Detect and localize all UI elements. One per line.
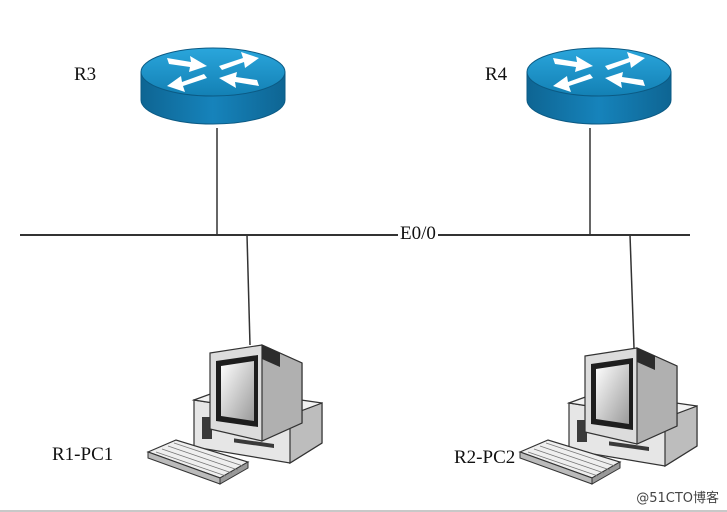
pc1-label: R1-PC1 xyxy=(52,444,114,465)
watermark: @51CTO博客 xyxy=(636,491,719,506)
pc1-icon xyxy=(193,344,323,464)
pc2-icon xyxy=(568,347,698,467)
router-r3-label: R3 xyxy=(74,64,97,85)
router-r4-icon xyxy=(526,47,672,125)
pc2-label: R2-PC2 xyxy=(454,447,516,468)
router-r3-icon xyxy=(140,47,286,125)
pc1-link xyxy=(246,234,251,346)
segment-label: E0/0 xyxy=(398,223,438,245)
bottom-border xyxy=(0,510,727,512)
pc2-link xyxy=(629,234,635,349)
router-r4-label: R4 xyxy=(485,64,508,85)
